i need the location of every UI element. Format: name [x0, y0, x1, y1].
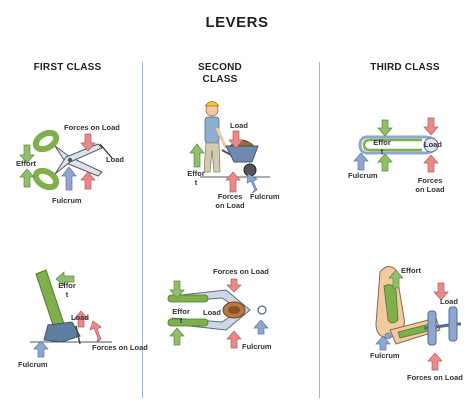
wheelbarrow-fulcrum-arrow [246, 173, 258, 194]
hammer-effort-label: Effor t [56, 281, 78, 299]
wheelbarrow-forces-label-line2: on Load [215, 200, 245, 210]
scissors-illustration [32, 129, 113, 191]
scissors-load-label: Load [106, 155, 124, 164]
nutcracker-effort-arrow-bottom [169, 327, 185, 346]
nutcracker-fulcrum-arrow [253, 319, 269, 335]
wheelbarrow-forces-on-load-label: Forces on Load [210, 192, 250, 210]
tweezers-effort-arrow-bottom [377, 153, 393, 172]
second-class-heading: SECOND CLASS [180, 62, 260, 86]
hammer-illustration [30, 269, 112, 345]
hammer-effort-arrow [55, 271, 75, 287]
nutcracker-forces-on-load-label: Forces on Load [213, 267, 269, 276]
wheelbarrow-load-arrow-top [228, 130, 244, 149]
tweezers-fulcrum-label: Fulcrum [348, 171, 378, 180]
hammer-effort-label-line1: Effor [58, 281, 76, 290]
arm-fulcrum-arrow [375, 335, 391, 351]
tweezers-illustration [358, 135, 439, 155]
tweezers-fulcrum-arrow [353, 152, 369, 171]
tweezers-effort-label-line1: Effor [373, 138, 391, 147]
scissors-load-arrow-top [80, 133, 96, 152]
tweezers-load-arrow-bottom [423, 154, 439, 173]
nutcracker-load-arrow-top [226, 278, 242, 293]
wheelbarrow-effort-arrow [189, 143, 205, 168]
nutcracker-load-label: Load [203, 308, 221, 317]
third-class-heading: THIRD CLASS [370, 62, 440, 73]
scissors-effort-arrows [19, 144, 35, 188]
dumbbell-illustration [424, 306, 461, 346]
hammer-forces-on-load-label: Forces on Load [92, 343, 148, 352]
tweezers-effort-label-line2: t [380, 146, 384, 156]
hammer-fulcrum-arrow [33, 340, 49, 358]
tweezers-load-arrow-top [423, 117, 439, 136]
arm-effort-arrow [388, 269, 404, 289]
nutcracker-load-arrow-bottom [226, 330, 242, 349]
hammer-load-arrow [73, 310, 89, 328]
scissors-load-arrow-bottom [80, 171, 96, 190]
wheelbarrow-effort-label: Effor t [185, 169, 207, 187]
column-divider-1 [142, 62, 143, 398]
hammer-fulcrum-label: Fulcrum [18, 360, 48, 369]
second-class-heading-line1: SECOND [198, 62, 242, 73]
scissors-fulcrum-arrow [61, 166, 77, 191]
hammer-load-label: Load [71, 313, 89, 322]
tweezers-forces-label-line1: Forces [417, 176, 443, 185]
tweezers-forces-on-load-label: Forces on Load [412, 176, 448, 194]
scissors-fulcrum-label: Fulcrum [52, 196, 82, 205]
nutcracker-effort-arrow-top [169, 280, 185, 299]
wheelbarrow-effort-label-line1: Effor [187, 169, 205, 178]
wheelbarrow-fulcrum-label: Fulcrum [250, 192, 280, 201]
tweezers-effort-arrow-top [377, 119, 393, 137]
arm-effort-label: Effort [401, 266, 421, 275]
wheelbarrow-load-label: Load [230, 121, 248, 130]
scissors-effort-label: Effort [16, 159, 36, 168]
wheelbarrow-effort-label-line2: t [194, 177, 198, 187]
nutcracker-effort-label: Effor t [170, 307, 192, 325]
worker-illustration [203, 101, 228, 173]
tweezers-forces-label-line2: on Load [415, 184, 445, 194]
tweezers-effort-label: Effor t [371, 138, 393, 156]
nutcracker-effort-label-line2: t [179, 315, 183, 325]
arm-fulcrum-label: Fulcrum [370, 351, 400, 360]
wheelbarrow-load-arrow-bottom [225, 171, 241, 193]
hammer-effort-label-line2: t [65, 289, 69, 299]
wheelbarrow-forces-label-line1: Forces [217, 192, 243, 201]
first-class-heading: FIRST CLASS [33, 62, 102, 73]
nutcracker-fulcrum-label: Fulcrum [242, 342, 272, 351]
arm-load-arrow-bottom [427, 352, 443, 371]
diagram-title: LEVERS [205, 14, 269, 31]
hammer-forces-arrow [89, 320, 102, 343]
arm-load-arrow-top [433, 282, 449, 301]
arm-forces-on-load-label: Forces on Load [407, 373, 463, 382]
arm-load-label: Load [440, 297, 458, 306]
column-divider-2 [319, 62, 320, 398]
scissors-forces-on-load-label: Forces on Load [64, 123, 120, 132]
tweezers-load-label: Load [424, 140, 442, 149]
second-class-heading-line2: CLASS [202, 74, 238, 85]
nutcracker-effort-label-line1: Effor [172, 307, 190, 316]
